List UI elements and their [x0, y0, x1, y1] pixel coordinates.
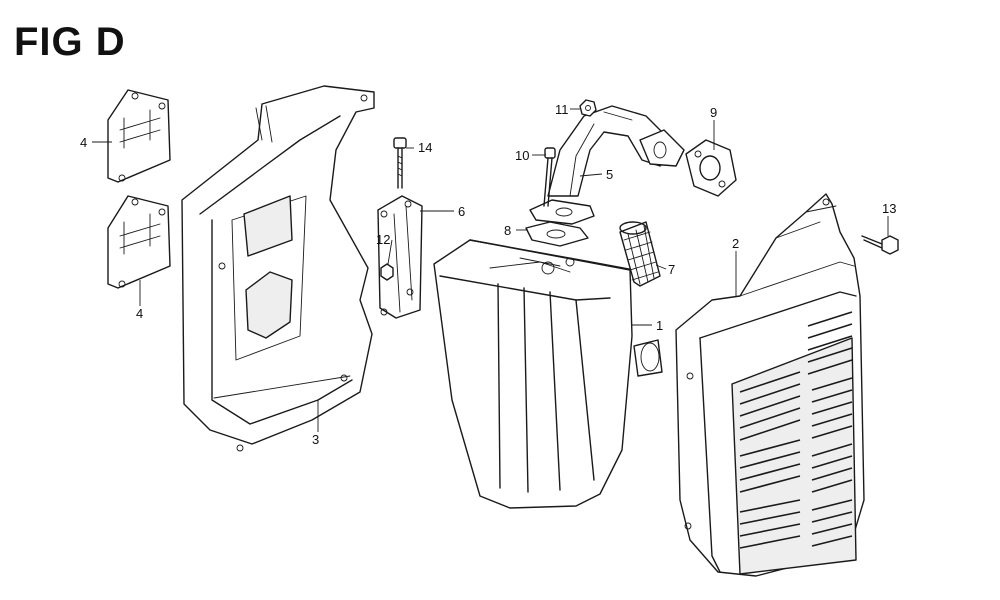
part-7-screen: [619, 221, 661, 287]
part-4-lower-plate: [107, 195, 171, 289]
part-8-gasket: [525, 221, 589, 247]
callout-7: 7: [668, 262, 675, 277]
part-9-gasket: [685, 139, 737, 197]
part-6-bracket: [377, 195, 423, 319]
callout-2: 2: [732, 236, 739, 251]
callout-5: 5: [606, 167, 613, 182]
callout-12: 12: [376, 232, 390, 247]
part-4-upper-plate: [107, 89, 171, 183]
callout-9: 9: [710, 105, 717, 120]
callout-4-upper: 4: [80, 135, 87, 150]
part-3-back-shield: [181, 85, 375, 452]
callout-3: 3: [312, 432, 319, 447]
callout-14: 14: [418, 140, 432, 155]
part-14-bolt: [393, 137, 407, 189]
part-2-protector: [675, 193, 865, 577]
figure-title: FIG D: [14, 20, 126, 64]
leader-lines: [92, 108, 889, 432]
callout-1: 1: [656, 318, 663, 333]
part-1-muffler: [433, 239, 663, 509]
callout-10: 10: [515, 148, 529, 163]
part-12-nut: [380, 263, 394, 281]
part-10-bolt: [543, 147, 556, 207]
callout-11: 11: [555, 102, 569, 117]
callout-13: 13: [882, 201, 896, 216]
part-11-nut: [579, 99, 597, 117]
callout-8: 8: [504, 223, 511, 238]
callout-6: 6: [458, 204, 465, 219]
grille-slots: [739, 311, 853, 549]
callout-4-lower: 4: [136, 306, 143, 321]
part-5-exhaust-pipe: [529, 105, 685, 225]
part-13-bolt: [861, 235, 899, 255]
